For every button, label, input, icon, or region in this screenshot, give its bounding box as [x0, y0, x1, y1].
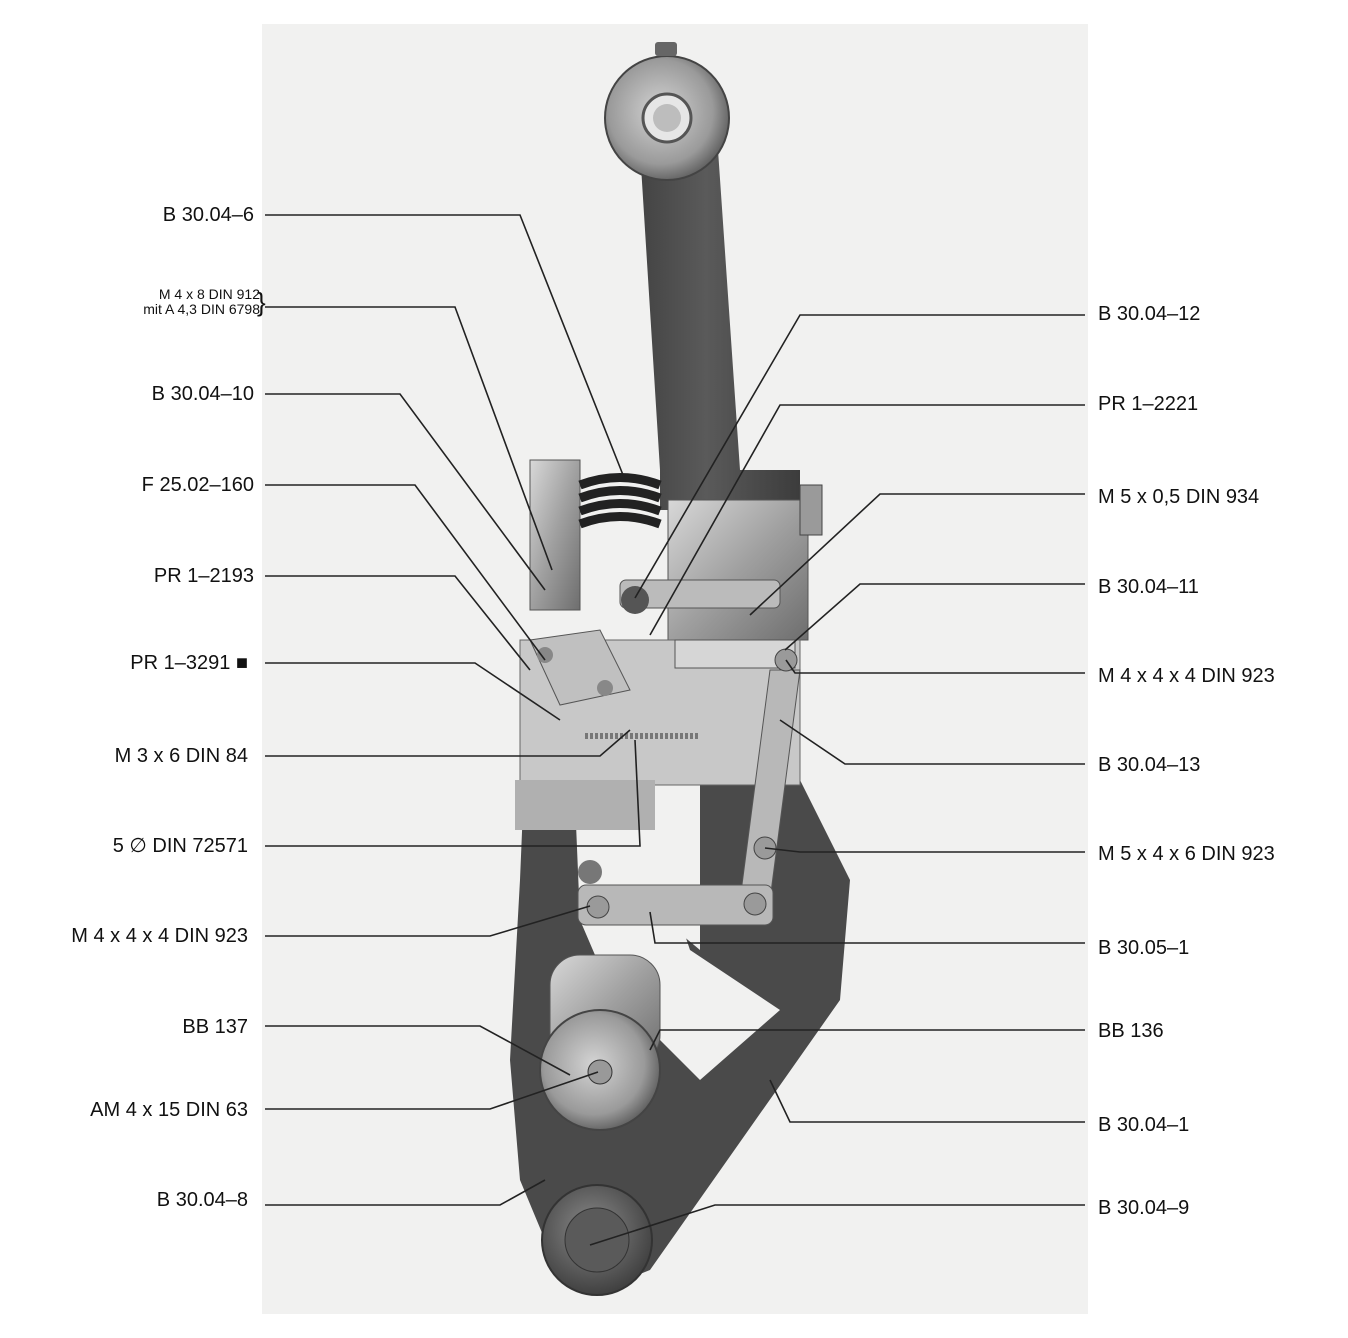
label-m3x6: M 3 x 6 DIN 84	[114, 745, 248, 767]
label-b-30-04-11: B 30.04–11	[1098, 576, 1199, 598]
label-m4x8-washer: mit A 4,3 DIN 6798	[143, 301, 260, 317]
label-f-25-02-160: F 25.02–160	[141, 474, 254, 496]
label-bb-136: BB 136	[1098, 1020, 1164, 1042]
label-bb-137: BB 137	[182, 1016, 248, 1038]
bottom-pivot	[541, 1184, 653, 1296]
label-din72571: 5 ∅ DIN 72571	[112, 835, 248, 857]
label-m4x4x4-left: M 4 x 4 x 4 DIN 923	[71, 925, 248, 947]
coil-spring	[578, 473, 662, 529]
horizontal-link	[577, 860, 774, 926]
label-m4x8: M 4 x 8 DIN 912	[158, 286, 260, 302]
label-b-30-04-9: B 30.04–9	[1098, 1197, 1190, 1219]
label-b-30-04-12: B 30.04–12	[1098, 303, 1201, 325]
brace-symbol: }	[257, 287, 266, 317]
label-b-30-04-8: B 30.04–8	[156, 1189, 248, 1211]
label-b-30-04-13: B 30.04–13	[1098, 754, 1201, 776]
label-m4x8-group: M 4 x 8 DIN 912 mit A 4,3 DIN 6798	[143, 287, 260, 317]
label-am4x15: AM 4 x 15 DIN 63	[90, 1099, 248, 1121]
label-b-30-04-1: B 30.04–1	[1098, 1114, 1190, 1136]
label-pr-1-2193: PR 1–2193	[153, 565, 254, 587]
label-m4x4x4-right: M 4 x 4 x 4 DIN 923	[1098, 665, 1275, 687]
label-b-30-04-10: B 30.04–10	[151, 383, 254, 405]
leader-lines	[265, 214, 1085, 1246]
lever-plate	[529, 629, 631, 706]
label-m5x4x6: M 5 x 4 x 6 DIN 923	[1098, 843, 1275, 865]
label-pr-1-3291: PR 1–3291 ■	[130, 652, 248, 674]
label-pr-1-2221: PR 1–2221	[1098, 393, 1199, 415]
roller	[539, 954, 661, 1131]
label-b-30-05-1: B 30.05–1	[1098, 937, 1190, 959]
label-m5x05: M 5 x 0,5 DIN 934	[1098, 486, 1260, 508]
upper-arm	[604, 42, 800, 511]
label-b-30-04-6: B 30.04–6	[162, 204, 254, 226]
